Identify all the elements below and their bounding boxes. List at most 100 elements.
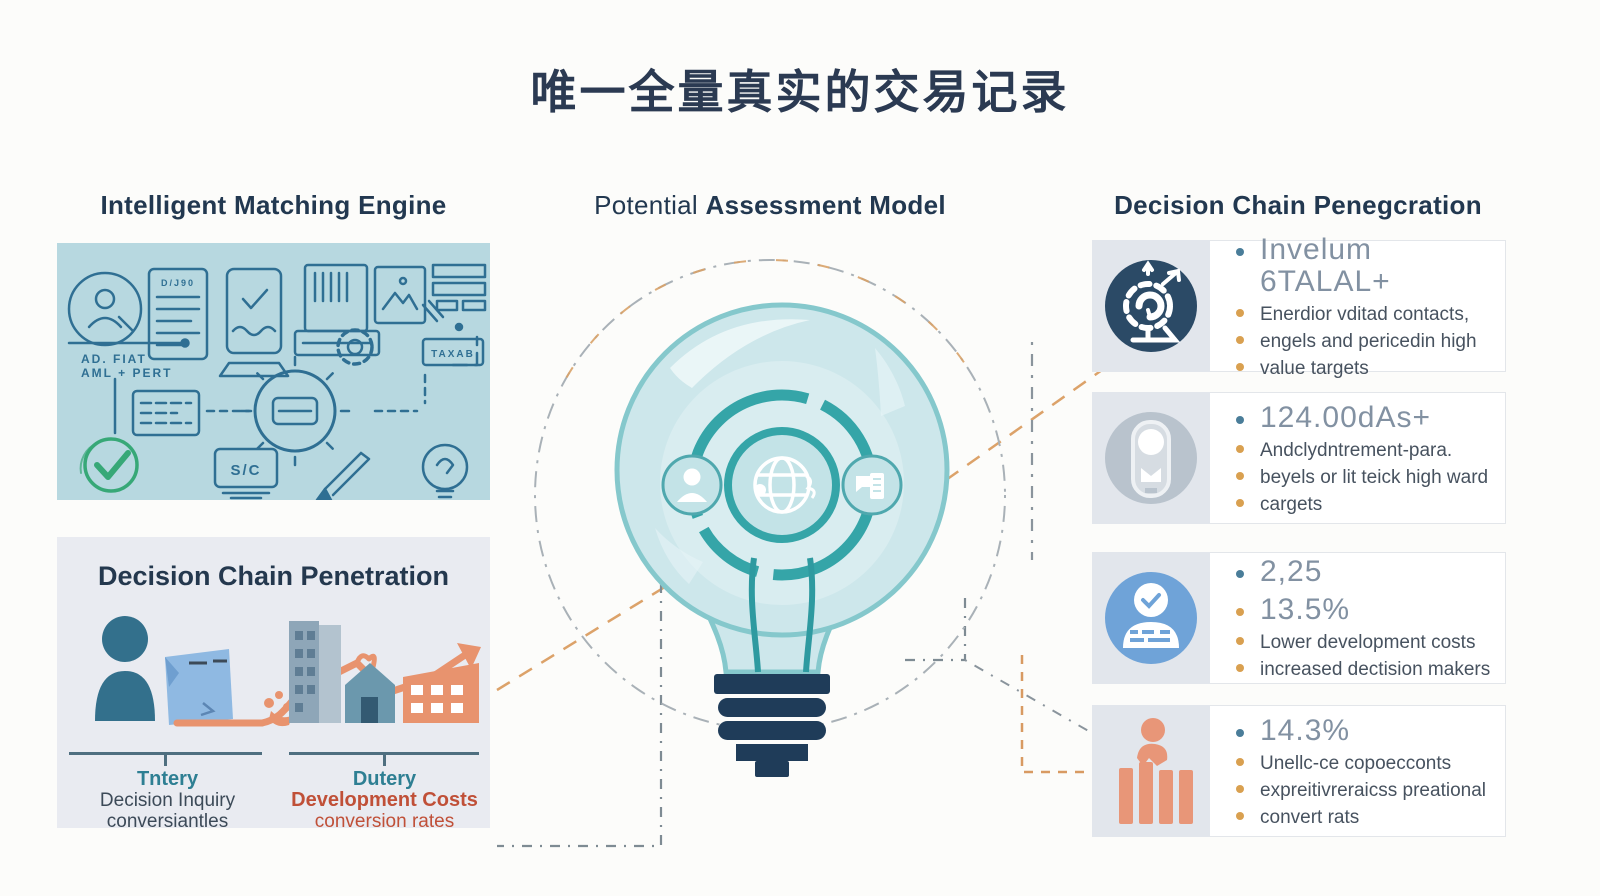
hand-splash-icon <box>264 691 293 727</box>
stat-value: 13.5% <box>1260 593 1351 626</box>
right-axis-line <box>289 752 479 767</box>
decision-chain-penetration-panel: Decision Chain Penetration <box>57 537 490 832</box>
card-text-area: 124.00dAs+ Andclydntrement-para. beyels … <box>1210 392 1506 524</box>
bullet-dot <box>1236 362 1244 371</box>
bullet-dot <box>1236 471 1244 480</box>
bullet-text: increased dectision makers <box>1260 659 1491 680</box>
left-label-group: Tntery Decision Inquiry conversiantles <box>65 768 270 833</box>
globe-circle-icon <box>724 427 840 543</box>
bullet-dot <box>1236 498 1244 507</box>
right-group-line1: Development Costs <box>291 789 478 811</box>
phone-check-icon <box>218 267 290 378</box>
card-icon-box <box>1092 552 1210 684</box>
person-keyboard-icon <box>1105 572 1197 664</box>
speech-document-icon <box>165 649 233 725</box>
bullet-dot <box>1236 444 1244 453</box>
left-group-line2: conversiantles <box>106 811 229 832</box>
stat-value: 14.3% <box>1260 713 1351 747</box>
bullet-dot <box>1236 247 1244 256</box>
bullet-dot <box>1236 664 1244 672</box>
filament-wires <box>748 557 816 673</box>
bullet-dot <box>1236 608 1244 616</box>
lock-stamp-icon <box>1105 412 1197 504</box>
bullet-text: cargets <box>1260 493 1323 515</box>
table-card-icon <box>131 389 201 437</box>
bullet-text: Andclydntrement-para. <box>1260 439 1453 461</box>
bullet-text: beyels or lit teick high ward <box>1260 466 1489 488</box>
card-icon-box <box>1092 240 1210 372</box>
printer-icon <box>293 263 381 357</box>
person-silhouette-icon <box>95 616 155 721</box>
pencil-icon <box>315 451 371 500</box>
bullet-dot <box>1236 784 1244 793</box>
left-group-label: Tntery <box>136 768 199 790</box>
page-title: 唯一全量真实的交易记录 <box>530 66 1070 118</box>
bullet-dot <box>1236 757 1244 766</box>
house-icon <box>345 663 395 723</box>
bullet-dot <box>1236 335 1244 344</box>
tag-box-icon <box>421 337 485 367</box>
right-group-line2: conversion rates <box>314 811 455 832</box>
orange-building-icon <box>403 663 479 723</box>
right-group-label: Dutery <box>352 768 417 790</box>
stat-value: 2,25 <box>1260 555 1323 588</box>
buildings-icon <box>289 621 341 723</box>
right-label-group: Dutery Development Costs conversion rate… <box>282 768 487 833</box>
card-text-area: Invelum 6TALAL+ Enerdior vditad contacts… <box>1210 233 1506 379</box>
document-circle-icon-bulb <box>841 454 903 516</box>
stat-card-contacts: Invelum 6TALAL+ Enerdior vditad contacts… <box>1092 233 1506 379</box>
monitor-icon <box>213 447 279 500</box>
left-axis-line <box>69 752 262 767</box>
header-potential: Potential <box>594 190 706 220</box>
stat-card-volume: 124.00dAs+ Andclydntrement-para. beyels … <box>1092 392 1506 524</box>
bullet-dot <box>1236 415 1244 424</box>
bullet-dot <box>1236 811 1244 820</box>
bullet-text: expreitivreraicss preational <box>1260 779 1486 801</box>
left-group-line1: Decision Inquiry <box>99 790 236 811</box>
bullet-dot <box>1236 308 1244 317</box>
stat-value: Invelum 6TALAL+ <box>1260 232 1391 298</box>
bullet-text: convert rats <box>1260 806 1360 828</box>
bullet-dot <box>1236 637 1244 645</box>
person-circle-icon <box>67 271 143 347</box>
bullet-dot <box>1236 728 1244 737</box>
tag-box-label: TAXAB <box>431 349 475 360</box>
garbled-tag-line2: AML + PERT <box>81 366 172 380</box>
arrowhead <box>457 643 481 669</box>
monitor-label: S/C <box>230 462 261 479</box>
header-intelligent-matching-engine: Intelligent Matching Engine <box>100 190 447 220</box>
doc-garbled-label: D/J90 <box>161 278 195 288</box>
bullet-text: engels and pericedin high <box>1260 330 1477 352</box>
lightbulb-small-icon <box>421 443 469 499</box>
person-circle-icon-bulb <box>661 454 723 516</box>
stat-card-conversion: 14.3% Unellc-ce copoecconts expreitivrer… <box>1092 705 1506 837</box>
lightbulb-assessment-illustration <box>534 259 1006 777</box>
bullet-text: value targets <box>1260 357 1369 379</box>
gear-icon <box>336 328 374 366</box>
bullet-dot <box>1236 570 1244 578</box>
list-rows-icon <box>431 263 487 332</box>
check-circle-icon <box>79 437 139 493</box>
header-decision-chain-penegcration: Decision Chain Penegcration <box>1114 190 1482 220</box>
penetration-panel-title: Decision Chain Penetration <box>97 561 450 591</box>
stat-value: 124.00dAs+ <box>1260 400 1431 434</box>
bullet-text: Enerdior vditad contacts, <box>1260 303 1470 325</box>
garbled-tag-line1: AD. FIAT <box>81 352 147 366</box>
bullet-text: Unellc-ce copoecconts <box>1260 752 1452 774</box>
header-potential-assessment-model: Potential Assessment Model <box>560 190 980 221</box>
person-barchart-icon <box>1119 718 1193 824</box>
bulb-base <box>714 674 830 777</box>
bullet-text: Lower development costs <box>1260 632 1476 653</box>
hub-gear-icon <box>235 351 355 471</box>
document-icon <box>147 267 209 361</box>
gear-clock-icon <box>1105 260 1197 352</box>
header-assessment-model: Assessment Model <box>705 190 946 220</box>
stat-card-costs: 2,25 13.5% Lower development costs incre… <box>1092 552 1506 684</box>
card-text-area: 2,25 13.5% Lower development costs incre… <box>1210 552 1506 684</box>
matching-engine-illustration: D/J90 AD. FIAT AML + PERT TAXAB S/C <box>57 243 490 500</box>
card-text-area: 14.3% Unellc-ce copoecconts expreitivrer… <box>1210 705 1506 837</box>
card-icon-box <box>1092 392 1210 524</box>
card-icon-box <box>1092 705 1210 837</box>
